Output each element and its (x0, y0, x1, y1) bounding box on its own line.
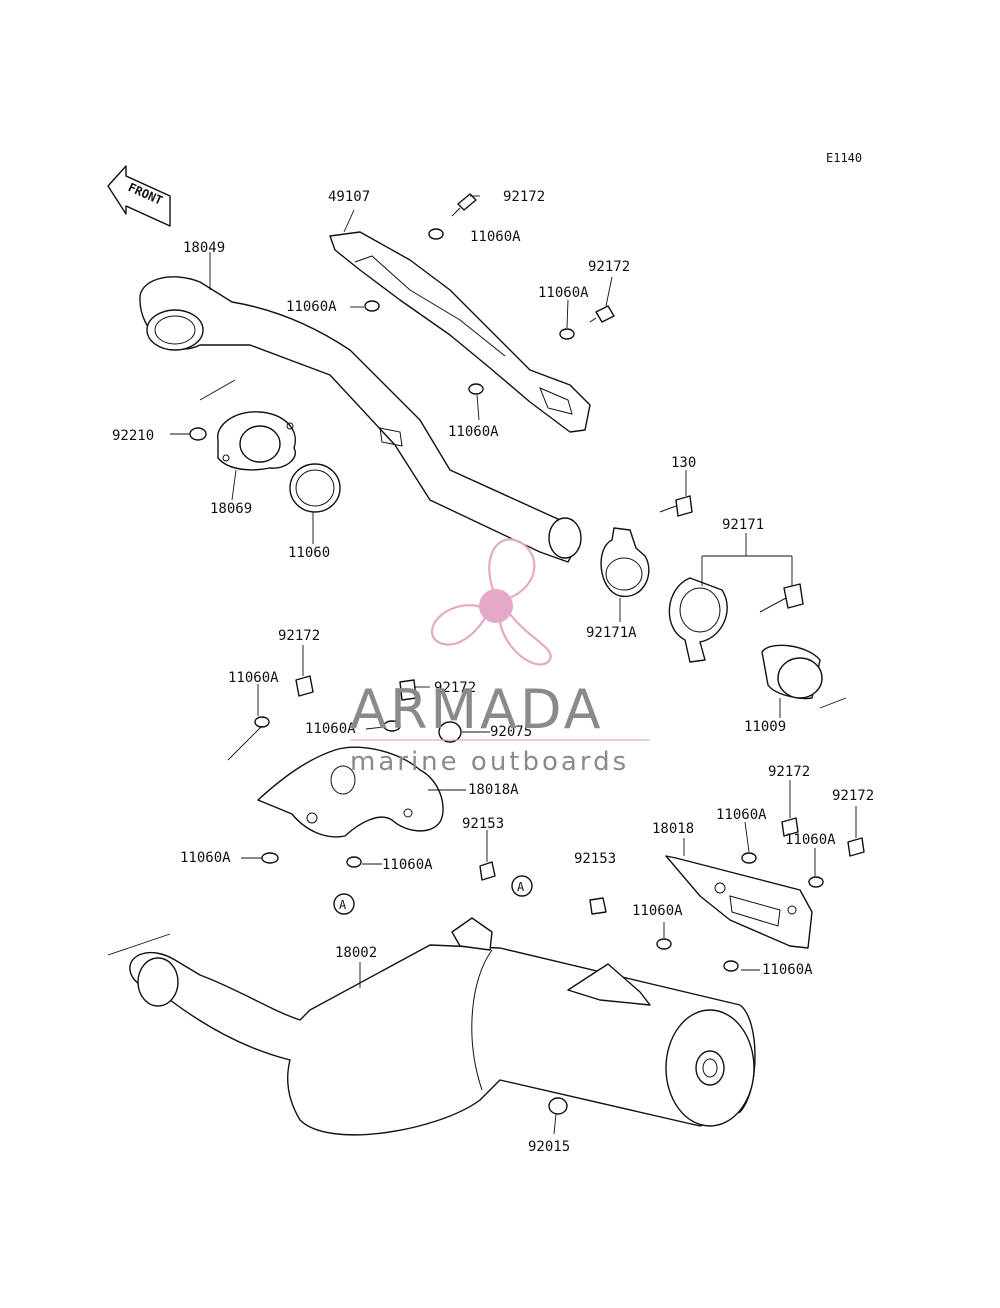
washer-11060A-guard3 (261, 852, 279, 864)
callout-11060A-left: 11060A (286, 299, 337, 315)
callout-92172-top: 92172 (503, 189, 545, 205)
washer-11060A-shield1 (741, 852, 757, 864)
callout-92153-a: 92153 (462, 816, 504, 832)
washer-11060A-top (428, 228, 444, 240)
callout-11060A-mid: 11060A (448, 424, 499, 440)
callout-11060A-shield1: 11060A (716, 807, 767, 823)
propeller-logo-icon (430, 538, 552, 666)
callout-92172-guard: 92172 (278, 628, 320, 644)
washer-11060A-shield3 (656, 938, 672, 950)
watermark-brand: ARMADA (350, 678, 604, 741)
callout-11060A-shield3: 11060A (632, 903, 683, 919)
callout-92172-shield1: 92172 (768, 764, 810, 780)
svg-text:A: A (339, 898, 347, 912)
callout-11009: 11009 (744, 719, 786, 735)
callout-11060A-guard: 11060A (228, 670, 279, 686)
watermark-tagline: marine outboards (350, 747, 629, 777)
callout-49107: 49107 (328, 189, 370, 205)
heat-shield-18018 (665, 855, 813, 949)
clamp-92171A (600, 527, 650, 597)
ref-circle-a-left: A (333, 893, 355, 915)
callout-11060A-right: 11060A (538, 285, 589, 301)
callout-11060A-guard4: 11060A (382, 857, 433, 873)
diagram-code: E1140 (826, 151, 862, 165)
svg-text:A: A (517, 880, 525, 894)
bolt-92172-shield1 (781, 817, 799, 837)
callout-92075: 92075 (490, 724, 532, 740)
ref-circle-a-right: A (511, 875, 533, 897)
callout-11060A-top: 11060A (470, 229, 521, 245)
washer-11060A-shield2 (808, 876, 824, 888)
callout-92171: 92171 (722, 517, 764, 533)
washer-11060A-left (364, 300, 380, 312)
bolt-92172-guard2 (399, 679, 417, 701)
callout-92172-right: 92172 (588, 259, 630, 275)
bolt-92171 (759, 583, 804, 613)
nut-92015 (548, 1097, 568, 1115)
callout-18018A: 18018A (468, 782, 519, 798)
callout-92172-shield2: 92172 (832, 788, 874, 804)
bolt-92172-right (589, 305, 615, 323)
guard-18018A (257, 746, 444, 838)
callout-labels: 49107 92172 11060A 18049 11060A 92172 11… (112, 189, 874, 1155)
gasket-11060 (289, 463, 341, 513)
washer-11060A-guard2 (383, 720, 401, 732)
heat-guard-49107 (329, 231, 591, 433)
washer-11060A-shield4 (723, 960, 739, 972)
callout-92210: 92210 (112, 428, 154, 444)
nut-92210 (189, 427, 207, 441)
callout-92172-guard2: 92172 (434, 680, 476, 696)
washer-11060A-guard (254, 716, 270, 728)
bolt-92172-guard (295, 675, 314, 697)
callout-18018: 18018 (652, 821, 694, 837)
callout-11060A-guard3: 11060A (180, 850, 231, 866)
callout-11060A-guard2: 11060A (305, 721, 356, 737)
flange-18069 (217, 411, 297, 471)
callout-11060A-shield2: 11060A (785, 832, 836, 848)
callout-92015: 92015 (528, 1139, 570, 1155)
nut-92075 (438, 721, 462, 743)
callout-18049: 18049 (183, 240, 225, 256)
bolt-92153-a (479, 861, 496, 881)
callout-18069: 18069 (210, 501, 252, 517)
callout-92171A: 92171A (586, 625, 637, 641)
bolt-92172-shield2 (847, 837, 865, 857)
muffler-18002 (129, 917, 756, 1136)
bolt-92172-top (451, 193, 477, 217)
washer-11060A-right (559, 328, 575, 340)
callout-130: 130 (671, 455, 696, 471)
washer-11060A-mid (468, 383, 484, 395)
sleeve-11009 (761, 644, 823, 700)
callout-92153-b: 92153 (574, 851, 616, 867)
exhaust-header-pipe (139, 276, 582, 563)
bolt-130 (659, 495, 693, 517)
front-arrow-icon: FRONT (107, 165, 171, 227)
callout-11060: 11060 (288, 545, 330, 561)
clamp-92171 (668, 577, 728, 663)
washer-11060A-guard4 (346, 856, 362, 868)
bolt-92153-b (589, 897, 607, 915)
leader-lines (107, 195, 857, 1135)
callout-11060A-shield4: 11060A (762, 962, 813, 978)
callout-18002: 18002 (335, 945, 377, 961)
armada-watermark: ARMADA marine outboards (350, 538, 650, 777)
